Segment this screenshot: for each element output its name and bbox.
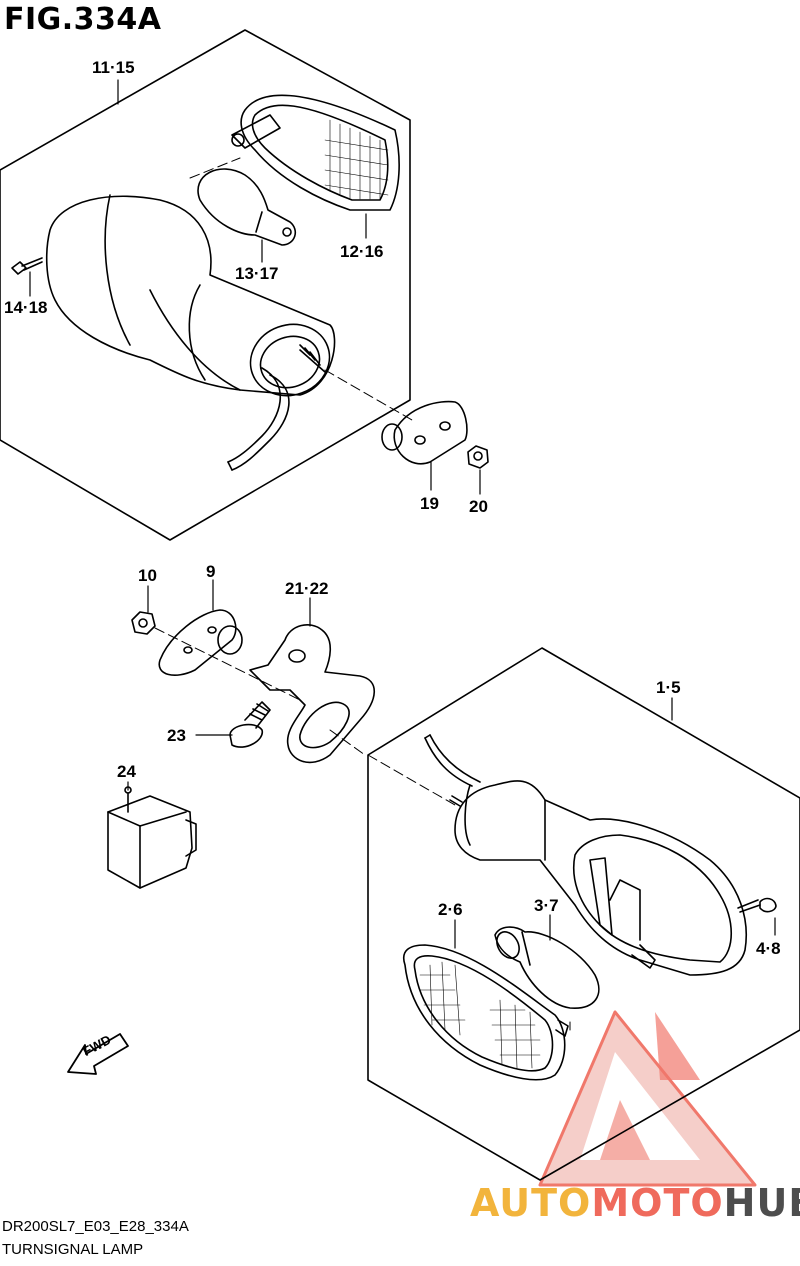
upper-gasket xyxy=(381,400,468,465)
watermark-text-auto: AUTO xyxy=(470,1181,592,1225)
callout-1-5: 1·5 xyxy=(656,678,681,697)
upper-screw xyxy=(11,257,43,275)
callout-2-6: 2·6 xyxy=(438,900,463,919)
callout-9: 9 xyxy=(206,562,216,581)
upper-assembly-frame xyxy=(0,29,411,541)
callout-14-18: 14·18 xyxy=(4,298,48,317)
upper-lens xyxy=(231,94,400,211)
callout-19: 19 xyxy=(420,494,439,513)
callout-13-17: 13·17 xyxy=(235,264,279,283)
fwd-arrow xyxy=(67,1033,129,1075)
callout-21-22: 21·22 xyxy=(285,579,329,598)
callout-11-15: 11·15 xyxy=(92,58,135,77)
lower-assembly-frame xyxy=(367,647,800,1181)
callout-12-16: 12·16 xyxy=(340,242,384,261)
callout-23: 23 xyxy=(167,726,186,745)
screw-23 xyxy=(229,701,271,748)
callout-10: 10 xyxy=(138,566,157,585)
watermark-logo xyxy=(538,1010,757,1187)
lower-lamp-housing xyxy=(424,734,748,976)
callout-4-8: 4·8 xyxy=(756,939,781,958)
upper-lamp-housing xyxy=(45,194,336,471)
upper-bulb xyxy=(197,168,297,246)
watermark-text-moto: MOTO xyxy=(591,1181,724,1225)
bracket-21-22 xyxy=(249,624,375,764)
section-name: TURNSIGNAL LAMP xyxy=(2,1241,144,1258)
watermark-text-hub: HUB xyxy=(723,1181,800,1225)
lower-bulb xyxy=(494,926,600,1009)
watermark-text: AUTOMOTOHUB xyxy=(470,1181,800,1225)
nut-10 xyxy=(131,611,156,635)
callout-24: 24 xyxy=(117,762,136,781)
lower-lens xyxy=(403,944,569,1081)
relay-24 xyxy=(107,786,197,889)
callout-3-7: 3·7 xyxy=(534,896,559,915)
gasket-9 xyxy=(158,609,243,676)
upper-nut xyxy=(467,445,489,469)
lower-screw xyxy=(737,897,777,913)
callout-20: 20 xyxy=(469,497,488,516)
model-code: DR200SL7_E03_E28_334A xyxy=(2,1218,189,1235)
figure-title: FIG.334A xyxy=(4,2,162,37)
